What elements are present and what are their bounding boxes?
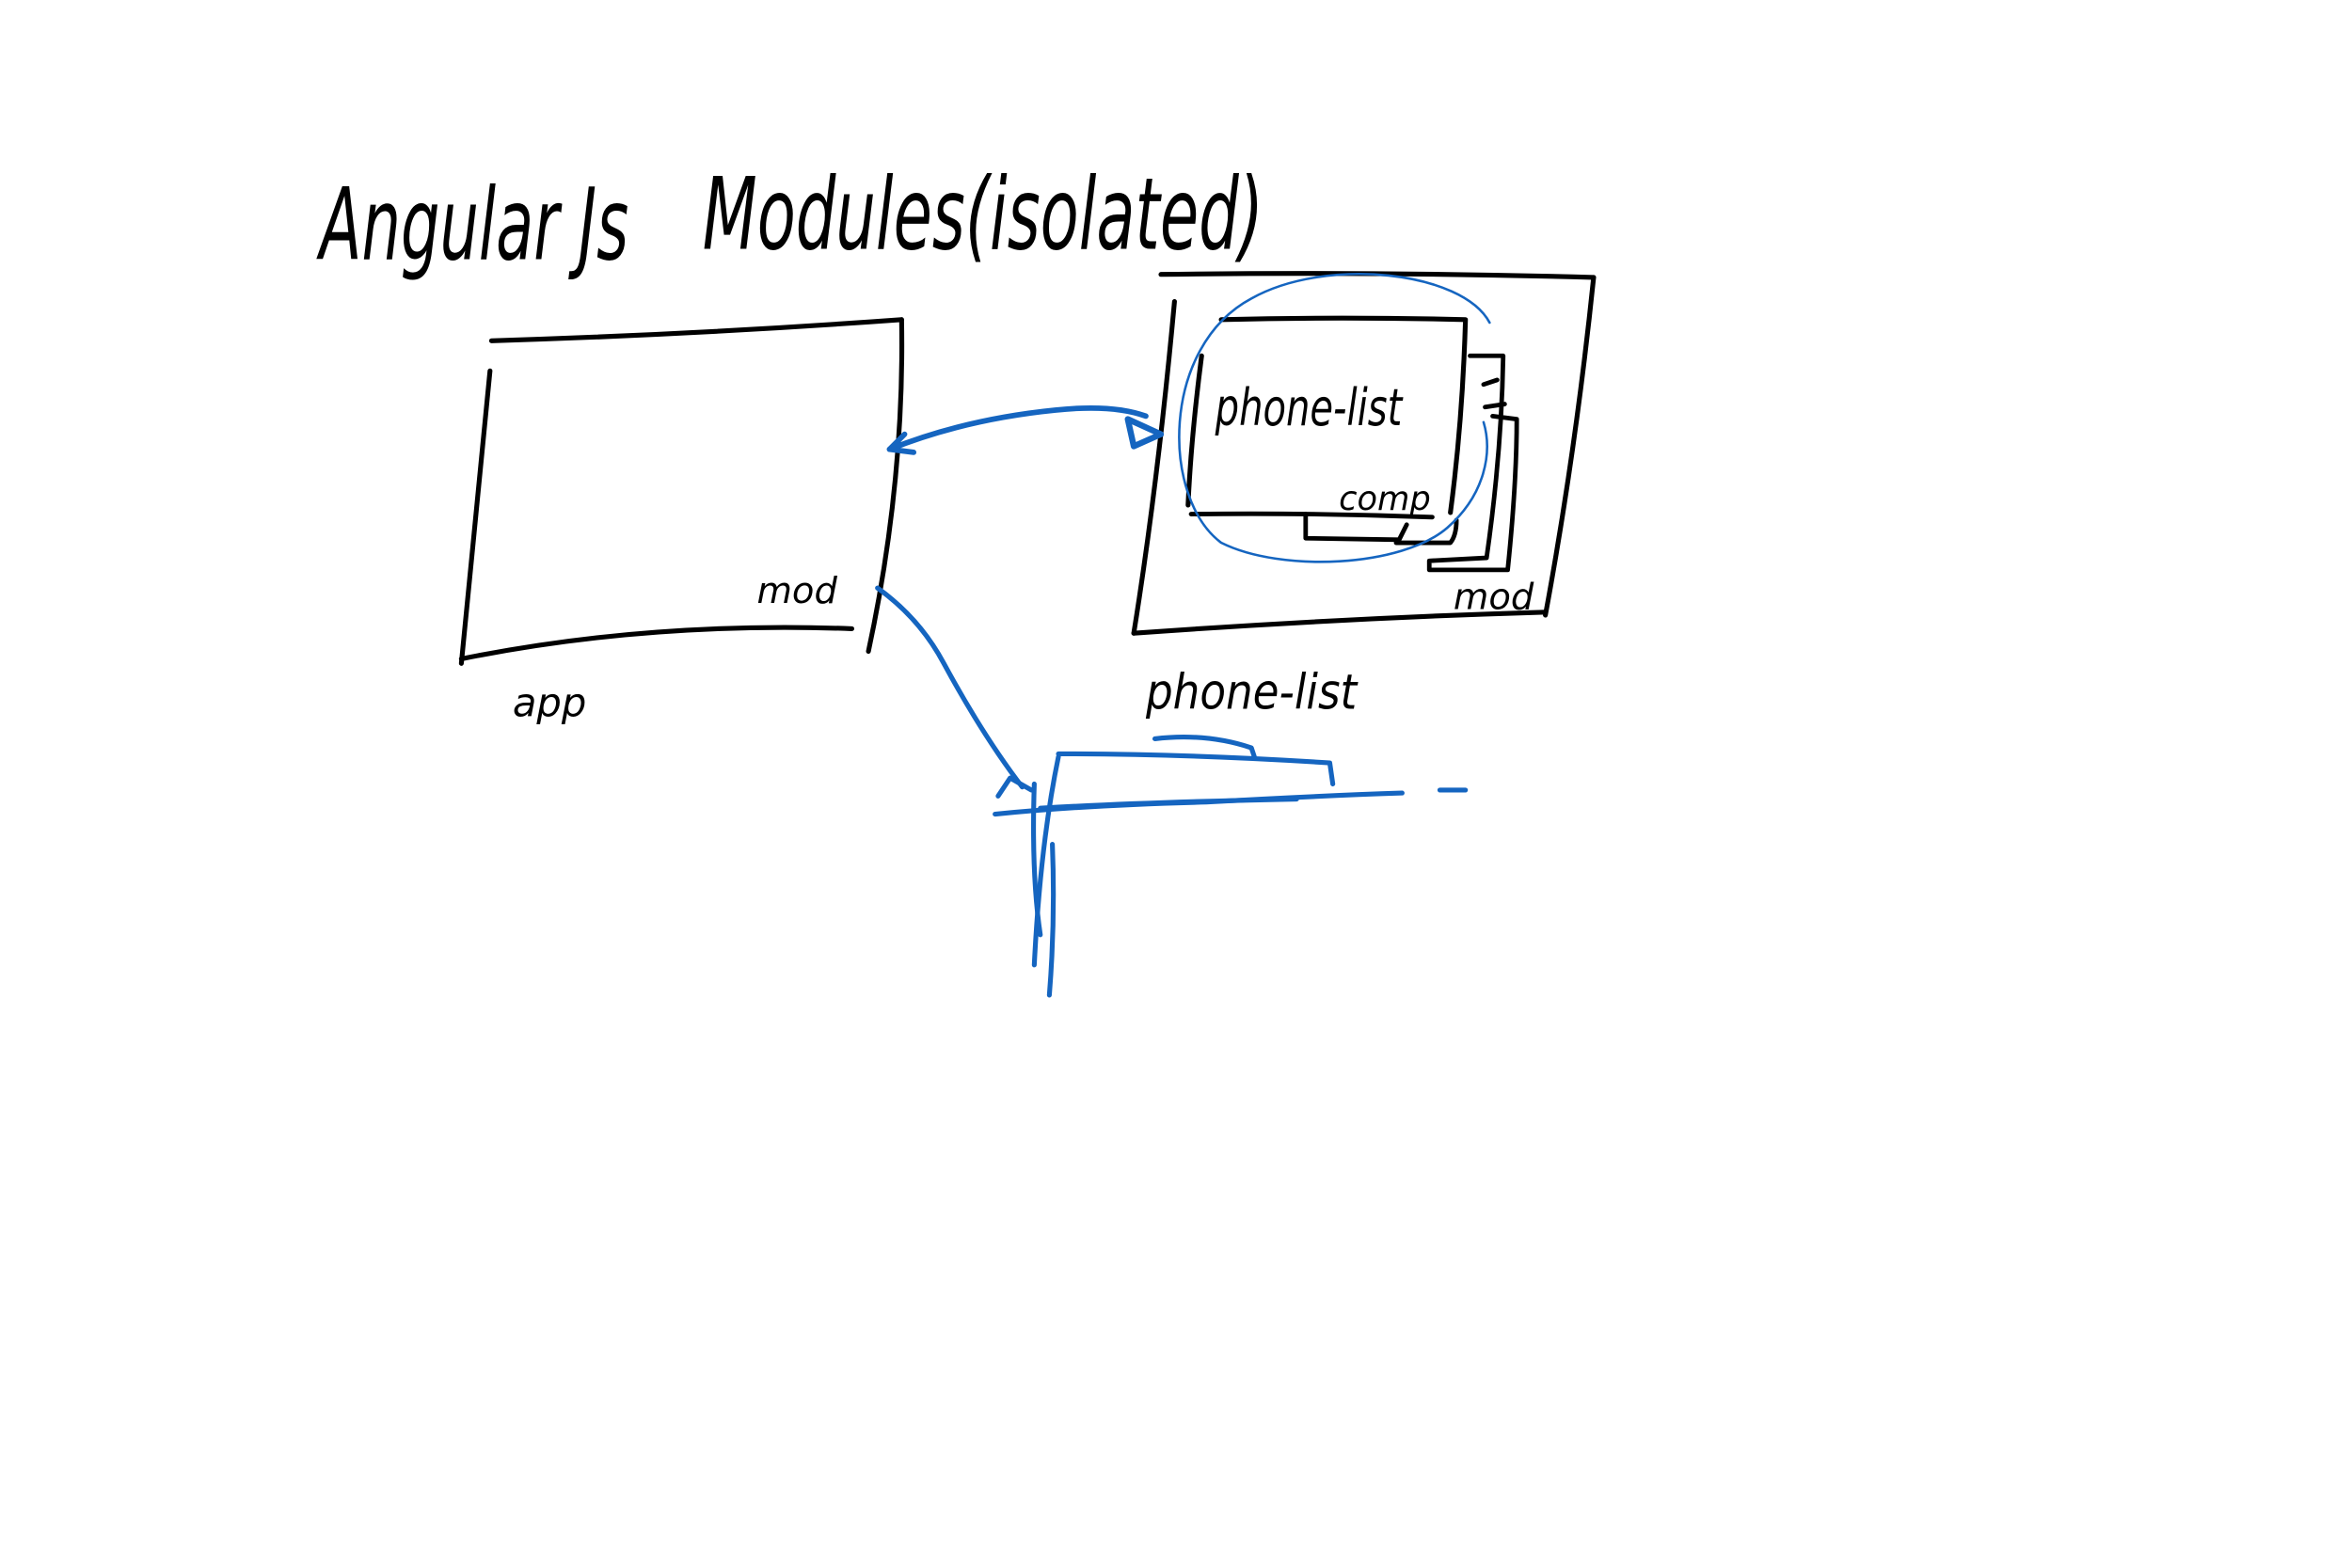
title-modules: Modules(isolated) [703, 156, 1263, 272]
app-mod-label: mod [756, 570, 837, 612]
app-to-page-arrow [875, 585, 1034, 799]
module-link-arrow [886, 404, 1165, 455]
app-module-box: mod [458, 317, 905, 666]
highlight-circle [1178, 273, 1491, 563]
component-stack: phone-list comp [1185, 315, 1519, 573]
phone-list-component-label: phone-list [1215, 377, 1404, 437]
phone-list-module-box: mod [1131, 271, 1597, 636]
phone-list-mod-label: mod [1454, 577, 1534, 619]
app-caption: app [513, 679, 586, 725]
page-layout-sketch [993, 735, 1469, 998]
phone-list-caption: phone-list [1145, 664, 1359, 721]
title-angularjs: Angular Js [316, 167, 628, 283]
title-group: Angular Js Modules(isolated) [316, 156, 1263, 282]
comp-label: comp [1339, 480, 1431, 518]
